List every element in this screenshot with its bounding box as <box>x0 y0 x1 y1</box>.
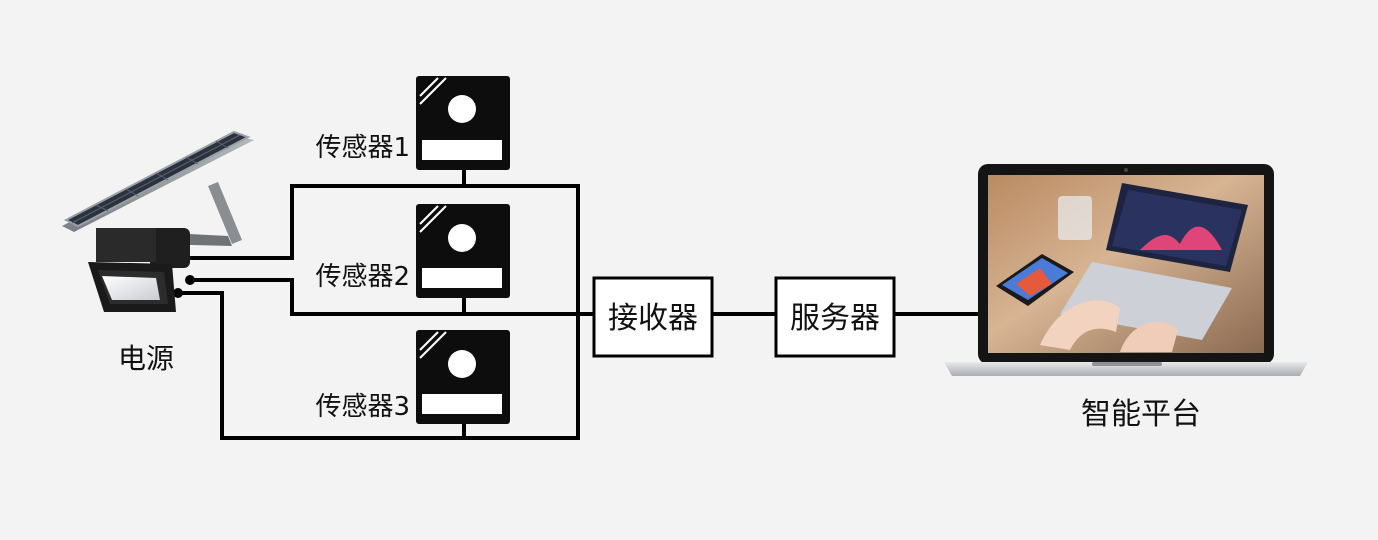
motion-sensor-icon <box>416 76 510 170</box>
sensor-2-label: 传感器2 <box>315 262 410 292</box>
sensor-1 <box>416 76 510 170</box>
junction-dots <box>173 275 195 298</box>
server-label: 服务器 <box>790 301 880 336</box>
wire-power-top <box>190 184 580 260</box>
server-box <box>774 276 896 358</box>
laptop-icon <box>944 164 1308 376</box>
wire-power-bottom <box>176 291 580 440</box>
wires <box>176 168 984 440</box>
power-label: 电源 <box>118 342 174 375</box>
receiver-label: 接收器 <box>608 301 698 336</box>
solar-floodlight-icon <box>62 130 254 312</box>
receiver-box <box>592 276 714 358</box>
junction-dot-1 <box>185 275 195 285</box>
sensor-2 <box>416 204 510 298</box>
wire-power-mid <box>188 278 580 316</box>
sensor-3-label: 传感器3 <box>315 392 410 422</box>
motion-sensor-icon <box>416 204 510 298</box>
sensor-1-label: 传感器1 <box>315 133 410 163</box>
junction-dot-2 <box>173 288 183 298</box>
sensor-3 <box>416 330 510 424</box>
platform-label: 智能平台 <box>1081 397 1201 432</box>
motion-sensor-icon <box>416 330 510 424</box>
